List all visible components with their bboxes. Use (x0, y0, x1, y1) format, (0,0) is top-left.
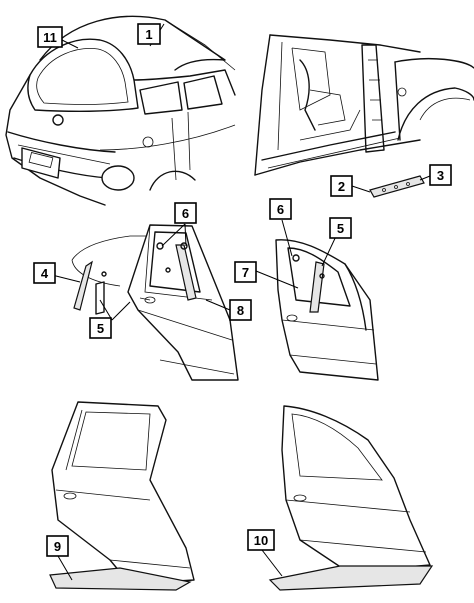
rear-door-assembly (127, 224, 239, 381)
callout-4: 4 (33, 262, 56, 284)
svg-text:8: 8 (237, 303, 244, 318)
callout-5-front: 5 (329, 217, 352, 239)
door-opening-body-view (254, 34, 474, 176)
svg-text:3: 3 (437, 168, 444, 183)
applique-strip (369, 175, 425, 198)
svg-text:4: 4 (41, 266, 49, 281)
rear-door-shell (49, 401, 195, 591)
svg-text:1: 1 (145, 27, 152, 42)
svg-text:5: 5 (337, 221, 344, 236)
callout-3: 3 (429, 164, 452, 186)
svg-text:10: 10 (254, 533, 268, 548)
callout-1: 1 (137, 23, 161, 45)
callout-6-rear: 6 (174, 202, 197, 224)
svg-text:11: 11 (43, 30, 57, 45)
front-door-assembly (275, 239, 379, 381)
callout-6-front: 6 (269, 198, 292, 220)
svg-text:9: 9 (54, 539, 61, 554)
callout-8: 8 (229, 299, 252, 321)
vehicle-rear-view (5, 15, 236, 206)
callout-5-rear: 5 (89, 317, 112, 339)
svg-text:7: 7 (242, 265, 249, 280)
front-door-shell (268, 405, 434, 591)
svg-text:2: 2 (338, 179, 345, 194)
callout-10: 10 (247, 529, 275, 551)
callout-7: 7 (234, 261, 257, 283)
callout-9: 9 (46, 535, 69, 557)
callout-2: 2 (330, 175, 353, 197)
svg-text:6: 6 (182, 206, 189, 221)
callout-11: 11 (37, 26, 63, 48)
svg-text:6: 6 (277, 202, 284, 217)
svg-text:5: 5 (97, 321, 104, 336)
weatherstrip-tape (71, 235, 160, 315)
